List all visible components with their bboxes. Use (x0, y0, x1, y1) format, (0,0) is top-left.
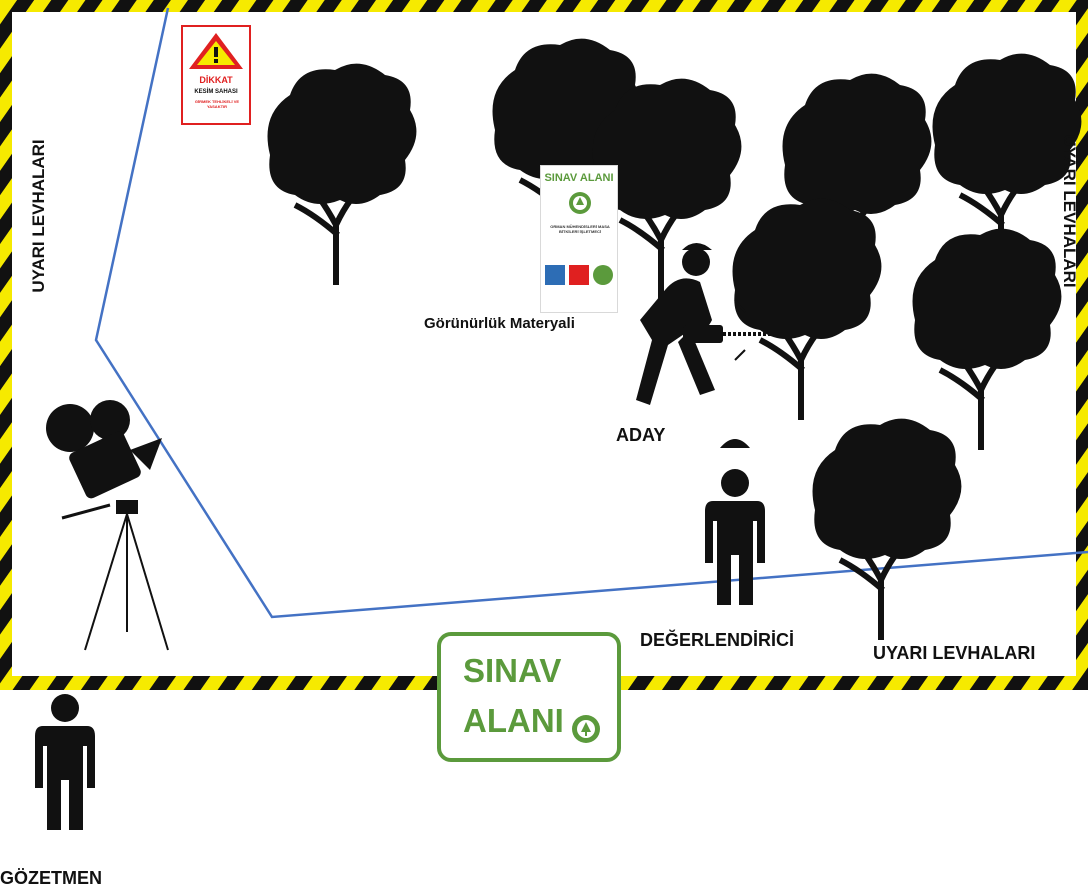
exam-area-sign: SINAV ALANI (437, 632, 621, 762)
tree-icon (268, 64, 417, 285)
sponsor-logos-icon (545, 265, 613, 285)
banner-title: SINAV ALANI (544, 172, 614, 184)
exam-area-sign-line2: ALANI (463, 702, 564, 739)
visibility-banner: SINAV ALANI ORMAN MÜHENDİSLERİ MASA BİTK… (540, 165, 618, 313)
tree-icon (813, 419, 962, 640)
forest-emblem-icon (569, 192, 591, 214)
danger-sign-subtitle: KESİM SAHASI (194, 89, 238, 95)
hazard-tape-right (1076, 0, 1088, 690)
warning-triangle-icon (189, 33, 243, 69)
person-icon (705, 469, 765, 605)
visibility-material-label: Görünürlük Materyali (424, 315, 575, 332)
warning-signs-right-label: UYARI LEVHALARI (1060, 134, 1079, 288)
danger-sign-title: DİKKAT (199, 75, 233, 85)
camera-icon (46, 400, 169, 651)
evaluator-label: DEĞERLENDİRİCİ (640, 630, 795, 650)
forest-emblem-icon (572, 715, 600, 743)
person-icon (35, 694, 95, 830)
danger-sign-note: GİRMEK TEHLİKELİ VE YASAKTIR (194, 99, 240, 109)
warning-signs-bottom-label: UYARI LEVHALARI (873, 643, 1036, 663)
hazard-tape-left (0, 0, 12, 690)
exam-boundary-line (94, 7, 1088, 619)
danger-sign: DİKKAT KESİM SAHASI GİRMEK TEHLİKELİ VE … (181, 25, 251, 125)
candidate-label: ADAY (616, 425, 666, 445)
hazard-tape-top (0, 0, 1088, 12)
warning-signs-left-label: UYARI LEVHALARI (29, 139, 48, 293)
worker-chainsaw-icon (636, 243, 800, 405)
banner-small-text: ORMAN MÜHENDİSLERİ MASA BİTKİLERİ İŞLETM… (550, 224, 610, 234)
helmet-icon (720, 439, 750, 448)
tree-icon (733, 199, 882, 420)
exam-area-sign-line1: SINAV (463, 652, 562, 689)
supervisor-label: GÖZETMEN (0, 868, 102, 888)
tree-icon (913, 229, 1062, 450)
